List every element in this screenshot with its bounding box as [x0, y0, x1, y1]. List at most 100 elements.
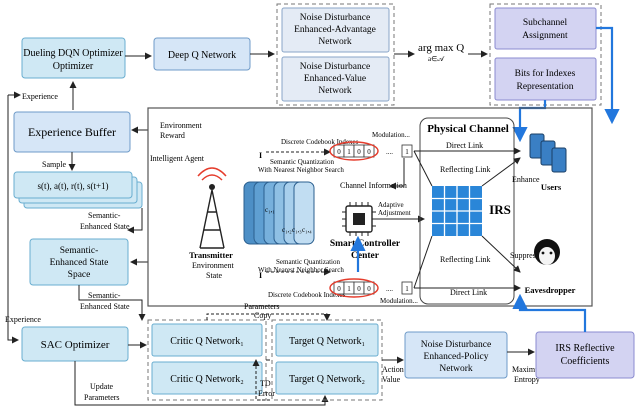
- svg-text:TD: TD: [260, 379, 271, 388]
- svg-text:Optimizer: Optimizer: [53, 61, 94, 72]
- svg-text:Semantic-: Semantic-: [60, 246, 99, 256]
- svg-text:Enhanced State: Enhanced State: [50, 258, 109, 268]
- svg-text:Bits for Indexes: Bits for Indexes: [515, 68, 576, 79]
- svg-text:Discrete Codebook Indexes: Discrete Codebook Indexes: [281, 138, 359, 146]
- svg-text:Target Q Network₂: Target Q Network₂: [289, 374, 365, 385]
- svg-text:c₁,₃: c₁,₃: [292, 226, 302, 234]
- svg-text:0: 0: [337, 148, 341, 156]
- svg-text:Space: Space: [68, 270, 91, 280]
- svg-text:Channel Information: Channel Information: [340, 181, 407, 190]
- dueling-dqn-label: Dueling DQN Optimizer: [23, 48, 123, 59]
- svg-text:Network: Network: [439, 364, 472, 374]
- blue-arrow-subchannel: [596, 26, 620, 125]
- svg-text:Parameters: Parameters: [244, 302, 280, 311]
- critic-q1-box: [151, 323, 263, 357]
- eavesdropper-icon: [534, 239, 560, 265]
- svg-text:....: ....: [386, 148, 393, 156]
- svg-text:I: I: [259, 271, 262, 280]
- svg-text:0: 0: [357, 285, 361, 293]
- svg-text:Error: Error: [258, 389, 275, 398]
- svg-text:1: 1: [347, 285, 351, 293]
- svg-text:With Nearest Neighbor Search: With Nearest Neighbor Search: [258, 266, 344, 274]
- svg-text:1: 1: [347, 148, 351, 156]
- svg-text:Adaptive: Adaptive: [378, 201, 404, 209]
- svg-text:Action: Action: [382, 365, 404, 374]
- experience-buffer-label: Experience Buffer: [28, 125, 116, 139]
- svg-text:c₁,₄: c₁,₄: [302, 226, 312, 234]
- svg-text:....: ....: [386, 285, 393, 293]
- svg-text:Enhance: Enhance: [512, 175, 540, 184]
- codebook-tensor: [243, 181, 315, 245]
- svg-text:Direct Link: Direct Link: [446, 141, 483, 150]
- svg-text:Physical Channel: Physical Channel: [427, 123, 509, 135]
- svg-text:Noise Disturbance: Noise Disturbance: [421, 340, 491, 350]
- svg-text:With Nearest Neighbor Search: With Nearest Neighbor Search: [258, 166, 344, 174]
- svg-text:IRS: IRS: [489, 202, 511, 217]
- bits-index-box: [494, 57, 597, 101]
- svg-text:Enhanced State: Enhanced State: [80, 222, 130, 231]
- svg-text:Sample: Sample: [42, 160, 66, 169]
- svg-text:Target Q Network₁: Target Q Network₁: [289, 336, 365, 347]
- svg-text:IRS Reflective: IRS Reflective: [555, 343, 615, 354]
- svg-text:Update: Update: [90, 382, 114, 391]
- svg-text:Enhanced-Policy: Enhanced-Policy: [424, 352, 489, 362]
- svg-text:Subchannel: Subchannel: [523, 18, 568, 28]
- sample-stack: [13, 171, 133, 199]
- svg-text:Parameters: Parameters: [84, 393, 120, 402]
- svg-text:I: I: [259, 151, 262, 160]
- svg-text:Reward: Reward: [160, 131, 185, 140]
- svg-text:c₁,₁: c₁,₁: [265, 206, 275, 214]
- svg-text:a∈𝒜: a∈𝒜: [428, 55, 445, 63]
- svg-text:Semantic-: Semantic-: [88, 291, 121, 300]
- svg-text:Noise Disturbance: Noise Disturbance: [300, 62, 370, 72]
- svg-text:Enhanced-Value: Enhanced-Value: [304, 74, 366, 84]
- svg-text:Value: Value: [382, 375, 401, 384]
- dueling-dqn-box: [21, 37, 126, 79]
- svg-text:0: 0: [337, 285, 341, 293]
- svg-text:Reflecting Link: Reflecting Link: [440, 255, 490, 264]
- svg-text:Semantic-: Semantic-: [88, 211, 121, 220]
- users-phones-icon: [529, 133, 567, 173]
- svg-text:Semantic Quantization: Semantic Quantization: [270, 158, 334, 166]
- blue-arrow-irs-coef: [512, 293, 587, 332]
- target-q2-box: [275, 361, 379, 395]
- svg-text:Reflecting Link: Reflecting Link: [440, 165, 490, 174]
- controller-chip-icon: [342, 202, 376, 236]
- svg-text:Center: Center: [351, 251, 380, 261]
- noise-network-group: [276, 3, 395, 106]
- svg-text:Critic Q Network₂: Critic Q Network₂: [170, 374, 243, 385]
- svg-text:1: 1: [405, 148, 409, 156]
- svg-text:0: 0: [357, 148, 361, 156]
- svg-text:Modulation...: Modulation...: [372, 131, 410, 139]
- irs-panel: [432, 186, 482, 236]
- deep-q-network-label: Deep Q Network: [168, 50, 236, 61]
- svg-text:Enhanced State: Enhanced State: [80, 302, 130, 311]
- svg-text:Coefficients: Coefficients: [561, 356, 610, 367]
- svg-text:Enhanced-Advantage: Enhanced-Advantage: [294, 25, 376, 35]
- sac-optimizer-label: SAC Optimizer: [41, 339, 110, 351]
- svg-text:0: 0: [367, 285, 371, 293]
- transmitter-tower-icon: [197, 167, 227, 249]
- svg-text:Experience: Experience: [22, 92, 58, 101]
- svg-text:Eavesdropper: Eavesdropper: [525, 285, 576, 295]
- svg-text:Direct Link: Direct Link: [450, 288, 487, 297]
- svg-text:c₁,₂: c₁,₂: [282, 226, 292, 234]
- svg-text:Suppress: Suppress: [510, 251, 539, 260]
- svg-text:Semantic Quantization: Semantic Quantization: [276, 258, 340, 266]
- subchannel-box: [494, 7, 597, 50]
- argmax-label: arg max Q: [418, 42, 464, 54]
- svg-text:Representation: Representation: [517, 82, 574, 92]
- svg-text:Assignment: Assignment: [522, 31, 568, 41]
- noise-value-box: [281, 56, 390, 102]
- critic-q2-box: [151, 361, 263, 395]
- svg-text:Experience: Experience: [5, 315, 41, 324]
- svg-text:Intelligent Agent: Intelligent Agent: [150, 154, 205, 163]
- svg-text:0: 0: [367, 148, 371, 156]
- svg-text:Users: Users: [541, 182, 562, 192]
- bit-sequence-bottom: [329, 278, 379, 298]
- noise-policy-box: [404, 331, 508, 379]
- bit-sequence-top: [329, 141, 379, 161]
- svg-text:Network: Network: [318, 37, 351, 47]
- svg-text:Smart Controller: Smart Controller: [330, 239, 401, 249]
